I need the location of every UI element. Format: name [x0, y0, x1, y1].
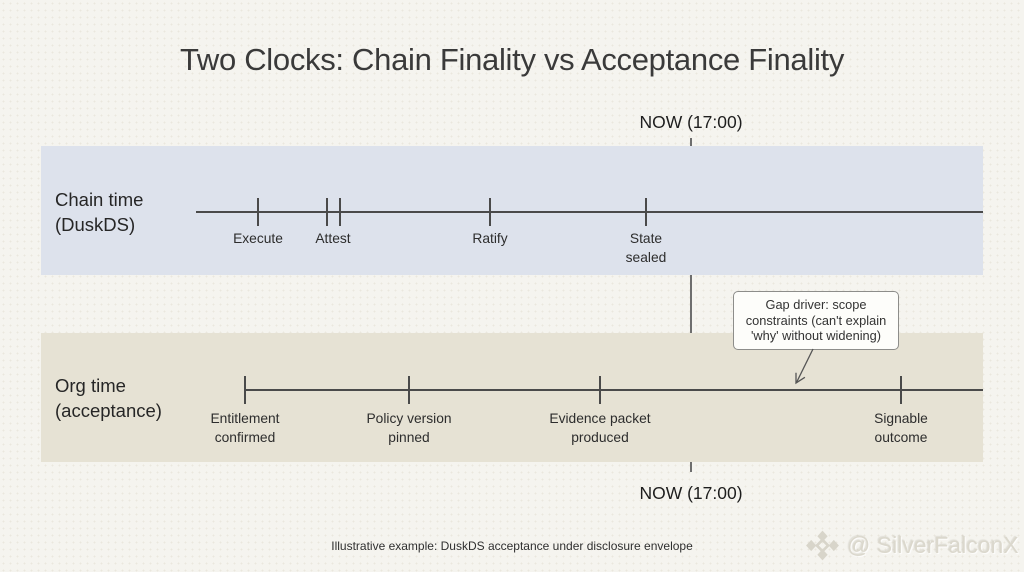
- now-label-top: NOW (17:00): [639, 112, 743, 132]
- gap-driver-callout-text: Gap driver: scope constraints (can't exp…: [745, 297, 887, 344]
- page-title: Two Clocks: Chain Finality vs Acceptance…: [179, 42, 845, 77]
- org-tick-entitlement: [244, 376, 246, 404]
- chain-event-execute: Execute: [233, 231, 283, 246]
- org-lane-qualifier: (acceptance): [55, 399, 162, 421]
- chain-tick-state-sealed: [645, 198, 647, 226]
- org-time-band: [41, 333, 983, 462]
- org-lane-label: Org time (acceptance): [55, 374, 162, 423]
- org-tick-policy: [408, 376, 410, 404]
- org-lane-name: Org time: [55, 375, 126, 396]
- org-event-evidence: Evidence packet produced: [549, 411, 651, 445]
- gem-diamond-icon: [806, 530, 839, 561]
- chain-event-state-sealed: State sealed: [625, 231, 667, 265]
- footer-note: Illustrative example: DuskDS acceptance …: [331, 539, 693, 553]
- chain-tick-ratify: [489, 198, 491, 226]
- callout-arrow-icon: [795, 348, 814, 385]
- chain-event-ratify: Ratify: [472, 231, 508, 246]
- watermark: @ SilverFalconX: [804, 529, 1019, 562]
- chain-tick-execute: [257, 198, 259, 226]
- org-event-entitlement: Entitlement confirmed: [210, 411, 280, 445]
- org-timeline-axis: [245, 389, 983, 391]
- org-event-signable: Signable outcome: [874, 411, 928, 445]
- chain-lane-label: Chain time (DuskDS): [55, 188, 143, 237]
- watermark-handle: @ SilverFalconX: [847, 532, 1019, 558]
- chain-timeline-axis: [196, 211, 983, 213]
- chain-event-attest: Attest: [315, 231, 351, 246]
- chain-tick-attest-2: [339, 198, 341, 226]
- now-vertical-line: [690, 138, 692, 472]
- chain-tick-attest-1: [326, 198, 328, 226]
- gap-driver-callout: Gap driver: scope constraints (can't exp…: [733, 291, 899, 350]
- org-tick-evidence: [599, 376, 601, 404]
- chain-time-band: [41, 146, 983, 275]
- org-tick-signable: [900, 376, 902, 404]
- chain-lane-qualifier: (DuskDS): [55, 213, 136, 235]
- now-label-bottom: NOW (17:00): [639, 483, 743, 503]
- chain-lane-name: Chain time: [55, 189, 144, 210]
- org-event-policy: Policy version pinned: [366, 411, 452, 445]
